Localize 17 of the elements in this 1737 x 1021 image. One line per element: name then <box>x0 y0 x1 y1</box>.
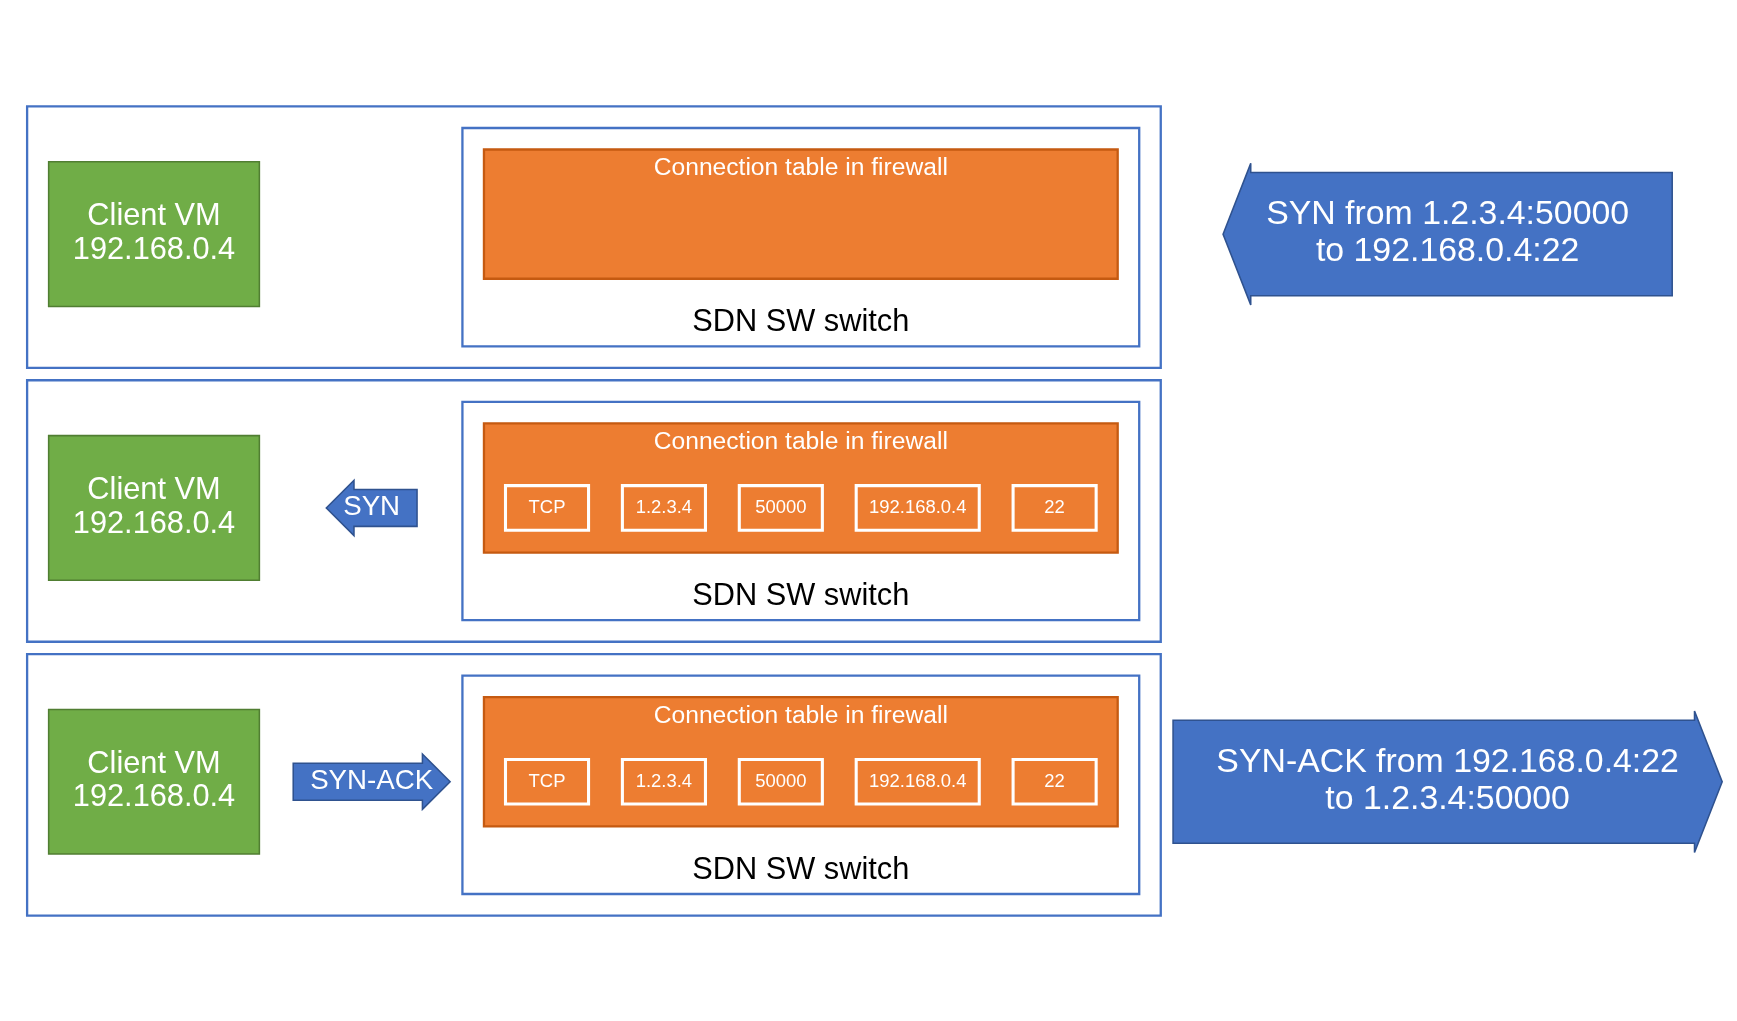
cluster <box>25 378 1162 643</box>
node-box: Client VM 192.168.0.4 <box>47 434 261 581</box>
node-box: TCP <box>503 483 591 532</box>
node-box: Connection table in firewall <box>482 147 1119 280</box>
node-box: Client VM 192.168.0.4 <box>47 708 261 855</box>
node-box: 192.168.0.4 <box>854 757 981 806</box>
node-box: 22 <box>1011 483 1098 532</box>
node-box: 50000 <box>737 757 824 806</box>
node-box: TCP <box>503 757 591 806</box>
cluster <box>25 104 1162 369</box>
node-box: 50000 <box>737 483 824 532</box>
node-box: 192.168.0.4 <box>854 483 981 532</box>
cluster <box>25 652 1162 917</box>
node-box: 1.2.3.4 <box>620 757 707 806</box>
node-box: Client VM 192.168.0.4 <box>47 160 261 307</box>
node-box: 1.2.3.4 <box>620 483 707 532</box>
node-box: 22 <box>1011 757 1098 806</box>
